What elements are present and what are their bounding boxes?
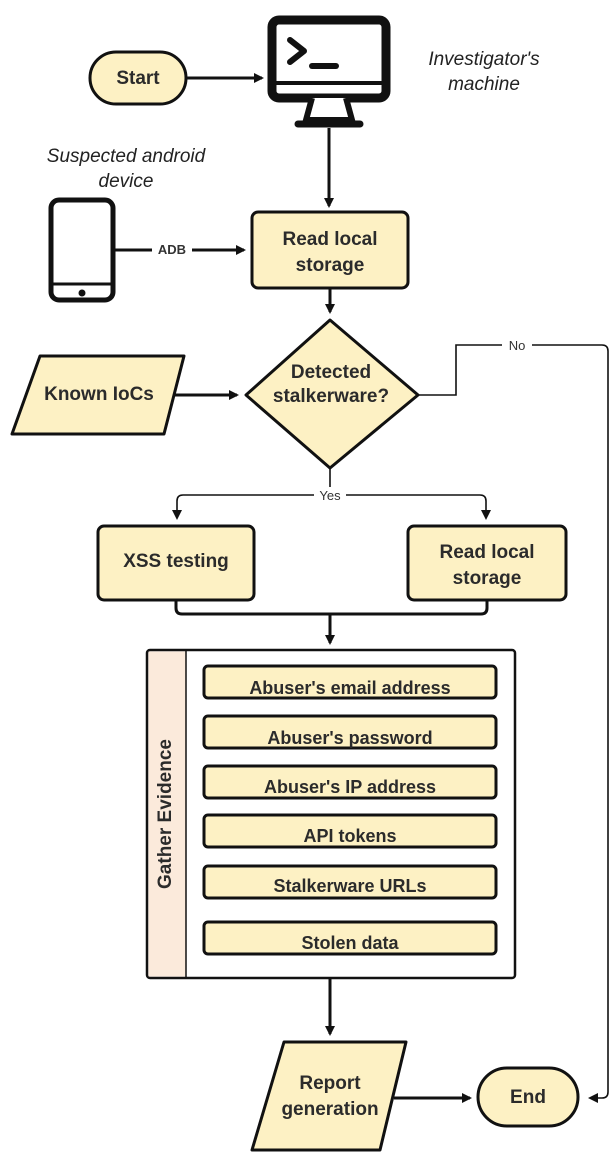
yes-right-branch [330, 494, 491, 520]
device-label-line1: Suspected android [47, 146, 207, 167]
known-iocs-node: Known IoCs [10, 354, 186, 436]
evidence-item [202, 664, 498, 700]
start-label: Start [116, 68, 160, 89]
evidence-item-label: Abuser's email address [249, 678, 450, 698]
decision-line2: stalkerware? [273, 386, 389, 407]
evidence-item [202, 920, 498, 956]
end-label: End [510, 1087, 546, 1108]
known-iocs-label: Known IoCs [44, 384, 154, 405]
evidence-item [202, 813, 498, 849]
evidence-items: Abuser's email address Abuser's password… [202, 664, 498, 956]
xss-testing-node: XSS testing [96, 524, 256, 602]
no-label: No [509, 338, 526, 353]
read-local-storage-2: Read local storage [406, 524, 568, 602]
report-line2: generation [281, 1099, 378, 1120]
read-local-storage-1: Read local storage [250, 210, 410, 290]
terminal-monitor-icon [267, 15, 391, 128]
xss-label: XSS testing [123, 551, 229, 572]
adb-label: ADB [158, 242, 186, 257]
decision-node: Detected stalkerware? [244, 318, 420, 470]
yes-left-branch [172, 494, 330, 520]
evidence-item-label: Stalkerware URLs [273, 876, 426, 896]
evidence-item-label: Stolen data [301, 933, 399, 953]
evidence-item-label: Abuser's IP address [264, 777, 436, 797]
start-node: Start [88, 50, 188, 106]
end-node: End [476, 1066, 580, 1128]
device-label-line2: device [99, 171, 154, 192]
read-local-1-line2: storage [296, 255, 365, 276]
evidence-item-label: Abuser's password [267, 728, 432, 748]
report-line1: Report [299, 1073, 361, 1094]
investigator-label-line2: machine [448, 74, 520, 95]
evidence-item [202, 764, 498, 800]
decision-line1: Detected [291, 362, 371, 383]
report-generation-node: Report generation [250, 1040, 408, 1152]
gather-evidence-title: Gather Evidence [155, 739, 176, 889]
evidence-item [202, 714, 498, 750]
evidence-item [202, 864, 498, 900]
read-local-2-line2: storage [453, 568, 522, 589]
merge-left-line [174, 600, 330, 616]
read-local-1-line1: Read local [282, 229, 377, 250]
smartphone-icon [48, 197, 116, 303]
merge-right-line [330, 600, 489, 616]
evidence-item-label: API tokens [303, 826, 396, 846]
read-local-2-line1: Read local [439, 542, 534, 563]
no-path [418, 344, 609, 1103]
investigator-label-line1: Investigator's [428, 49, 540, 70]
yes-label: Yes [319, 488, 341, 503]
